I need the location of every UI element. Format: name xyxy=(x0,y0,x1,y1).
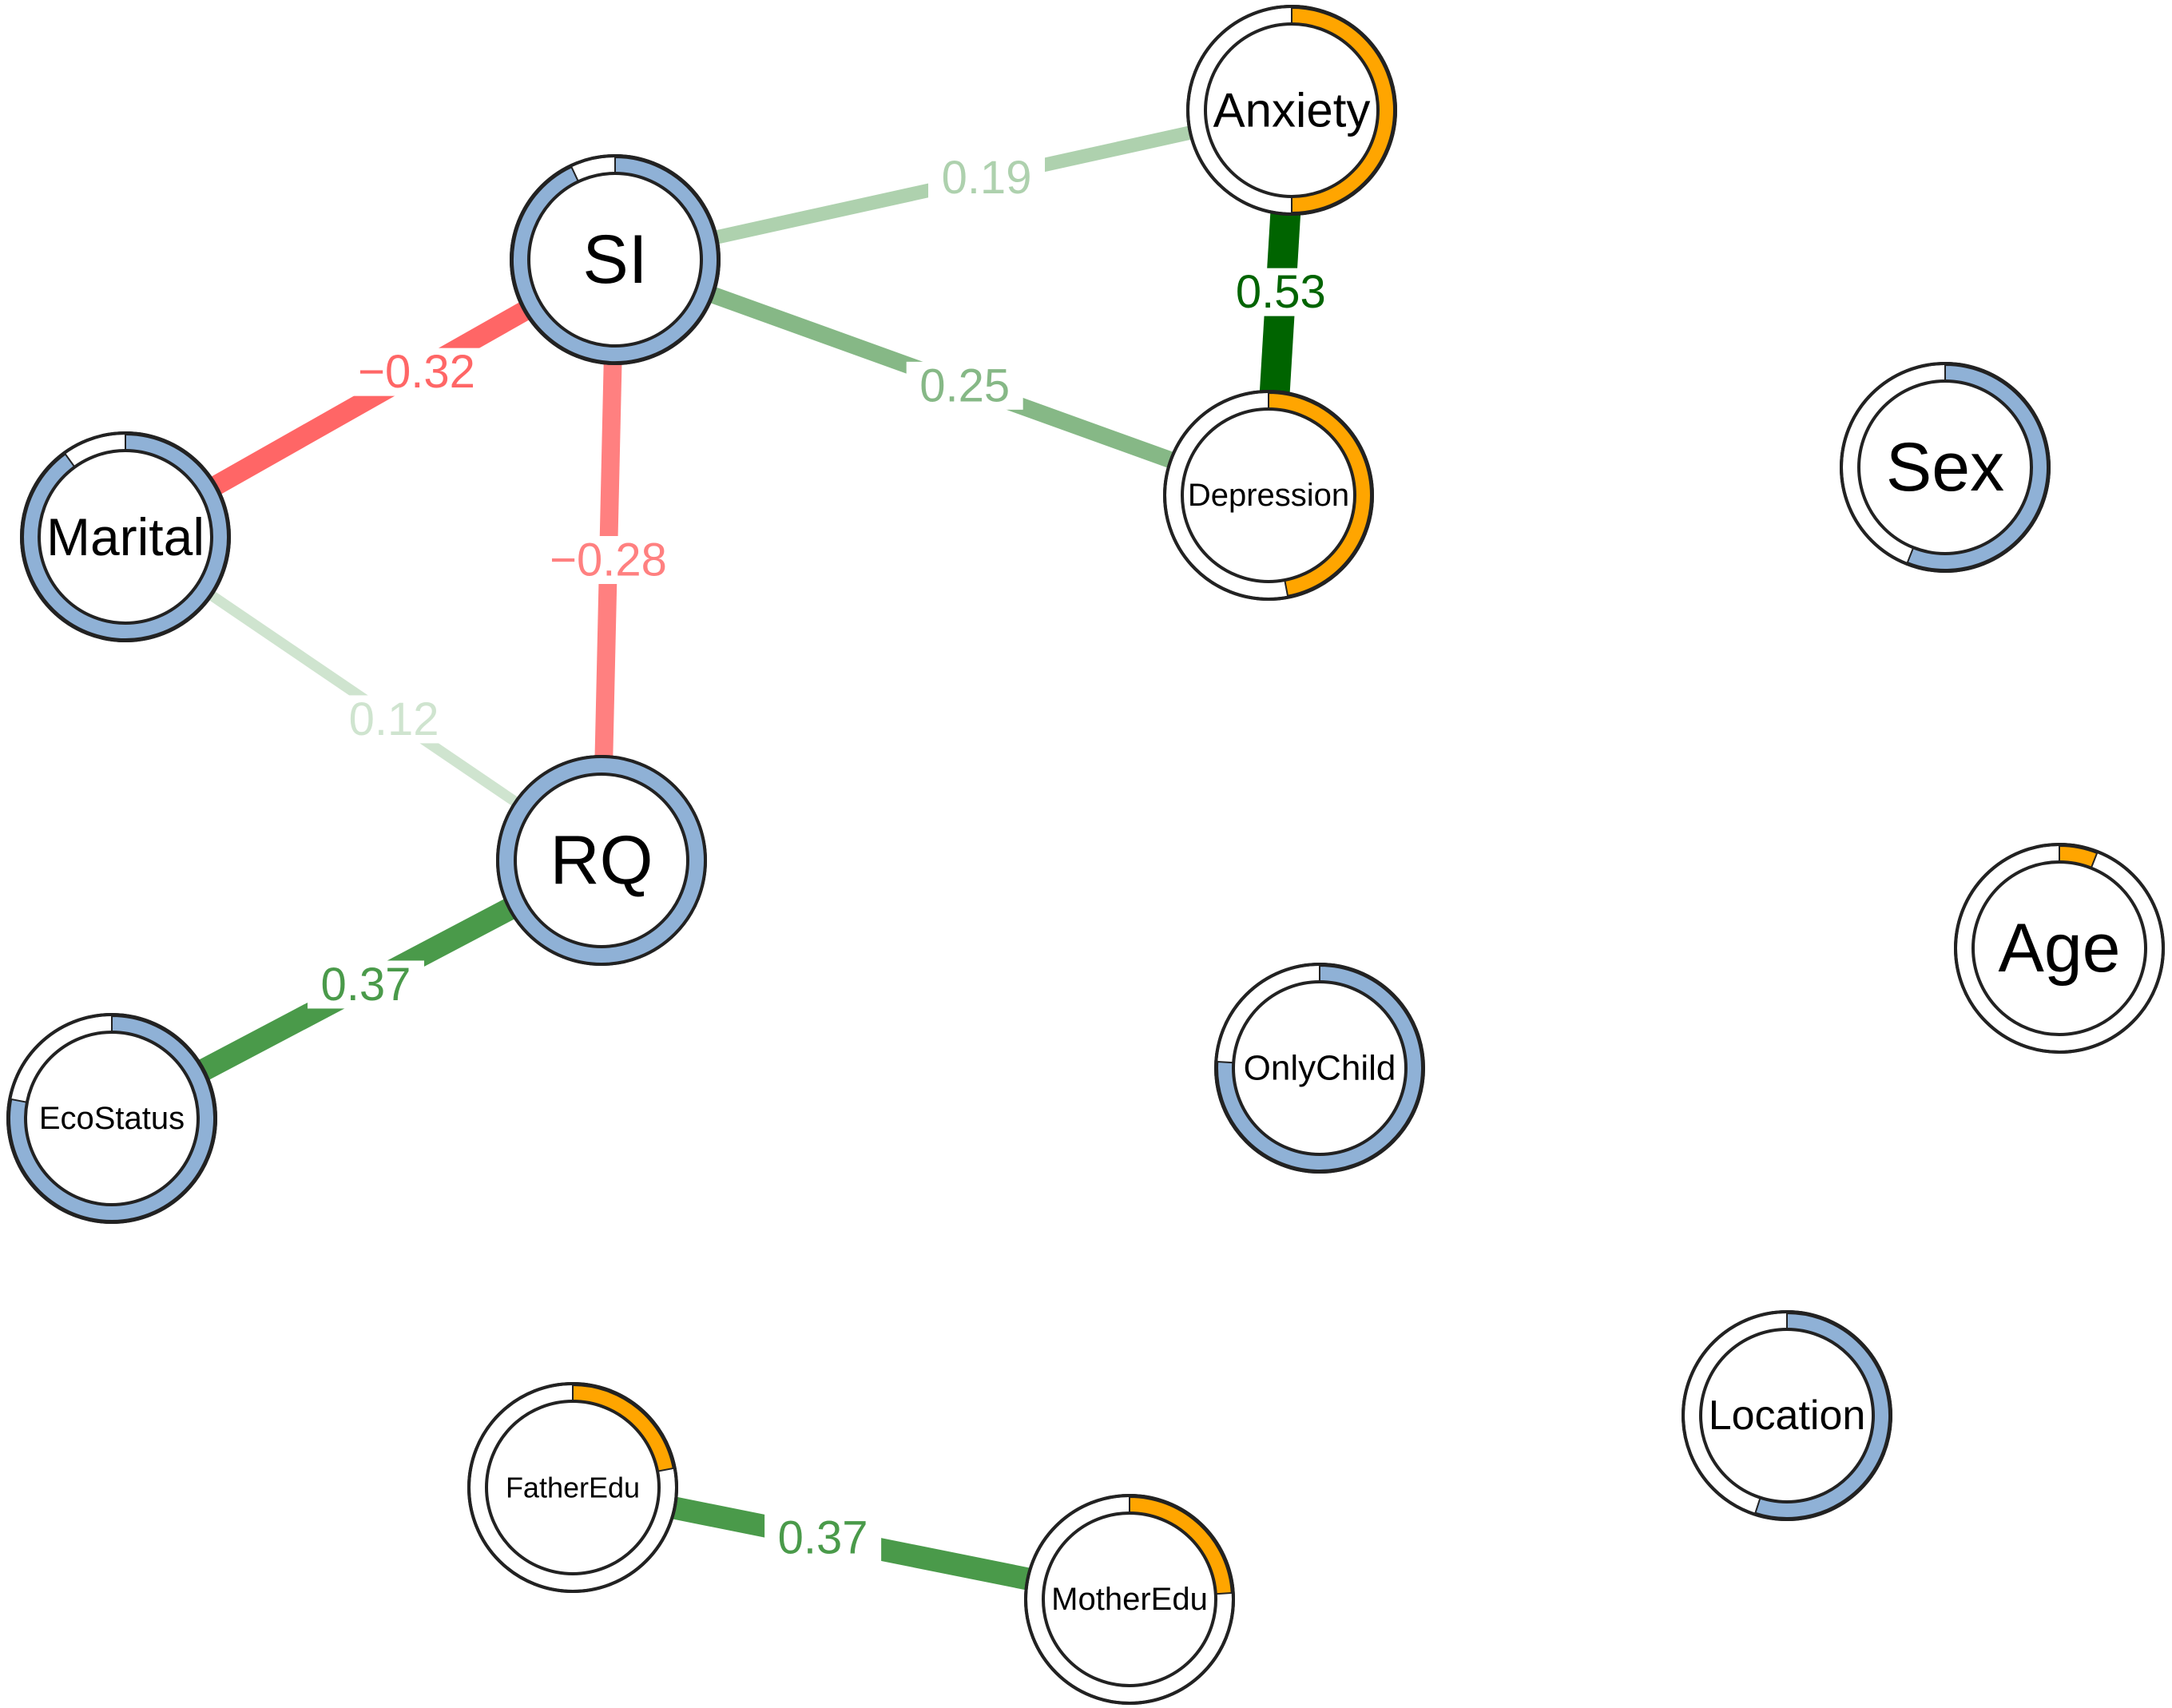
node-inner-circle xyxy=(1971,860,2147,1036)
edge-label-background xyxy=(536,536,681,584)
edge-label-background xyxy=(906,361,1023,410)
node-depression: Depression xyxy=(1163,390,1374,601)
node-label: MotherEdu xyxy=(1051,1582,1208,1617)
node-outline xyxy=(467,1382,678,1593)
node-onlychild: OnlyChild xyxy=(1214,963,1425,1174)
node-label: Sex xyxy=(1886,429,2004,506)
node-inner-circle xyxy=(514,773,689,948)
node-outline xyxy=(1840,362,2051,573)
node-inner-circle xyxy=(38,449,213,625)
node-sex: Sex xyxy=(1840,362,2051,573)
edge-si-marital xyxy=(210,302,530,495)
node-pie-ring xyxy=(498,757,705,964)
node-ecostatus: EcoStatus xyxy=(6,1013,217,1224)
node-inner-circle xyxy=(1042,1511,1217,1687)
edge-weight-label: −0.32 xyxy=(358,346,475,398)
node-age: Age xyxy=(1954,843,2165,1054)
edge-weight-label: 0.19 xyxy=(942,152,1032,204)
node-outline xyxy=(496,755,707,966)
edge-weight-label: 0.37 xyxy=(321,959,411,1011)
node-label: EcoStatus xyxy=(39,1101,185,1136)
node-outline xyxy=(1163,390,1374,601)
node-label: RQ xyxy=(550,822,653,899)
node-label: Depression xyxy=(1188,478,1349,513)
node-inner-circle xyxy=(1857,379,2033,555)
node-label: FatherEdu xyxy=(506,1472,640,1504)
node-label: OnlyChild xyxy=(1244,1049,1396,1088)
edge-label-background xyxy=(307,960,424,1009)
node-inner-circle xyxy=(1232,980,1408,1156)
node-outline xyxy=(1954,843,2165,1054)
node-location: Location xyxy=(1682,1310,1892,1521)
edge-labels-layer: 0.53 −0.32 −0.28 0.25 0.19 0.12 0.37 0.37 xyxy=(307,152,1340,1563)
node-inner-circle xyxy=(1699,1328,1875,1503)
node-marital: Marital xyxy=(20,431,231,642)
node-label: SI xyxy=(582,221,647,298)
edge-weight-label: −0.28 xyxy=(550,534,667,586)
node-inner-circle xyxy=(527,172,703,348)
node-outline xyxy=(6,1013,217,1224)
node-outline xyxy=(1186,5,1397,216)
edge-label-background xyxy=(764,1513,882,1562)
node-label: Marital xyxy=(46,507,204,566)
edge-label-background xyxy=(1222,268,1340,316)
node-outline xyxy=(1024,1494,1235,1705)
node-outline xyxy=(1214,963,1425,1174)
edge-label-background xyxy=(336,695,453,744)
node-anxiety: Anxiety xyxy=(1186,5,1397,216)
node-label: Age xyxy=(1998,910,2120,987)
edge-label-background xyxy=(344,348,489,396)
node-inner-circle xyxy=(24,1031,200,1206)
node-outline xyxy=(510,154,721,365)
edge-weight-label: 0.37 xyxy=(778,1511,868,1563)
node-inner-circle xyxy=(485,1400,661,1575)
edge-weight-label: 0.12 xyxy=(349,693,439,745)
edge-label-background xyxy=(928,153,1046,202)
node-label: Location xyxy=(1709,1392,1866,1439)
node-inner-circle xyxy=(1204,22,1380,198)
node-fatheredu: FatherEdu xyxy=(467,1382,678,1593)
node-si: SI xyxy=(510,154,721,365)
edge-weight-label: 0.25 xyxy=(919,359,1010,411)
node-rq: RQ xyxy=(496,755,707,966)
node-label: Anxiety xyxy=(1213,84,1371,137)
node-inner-circle xyxy=(1181,407,1356,583)
node-outline xyxy=(1682,1310,1892,1521)
node-outline xyxy=(20,431,231,642)
edge-weight-label: 0.53 xyxy=(1236,266,1326,318)
node-motheredu: MotherEdu xyxy=(1024,1494,1235,1705)
